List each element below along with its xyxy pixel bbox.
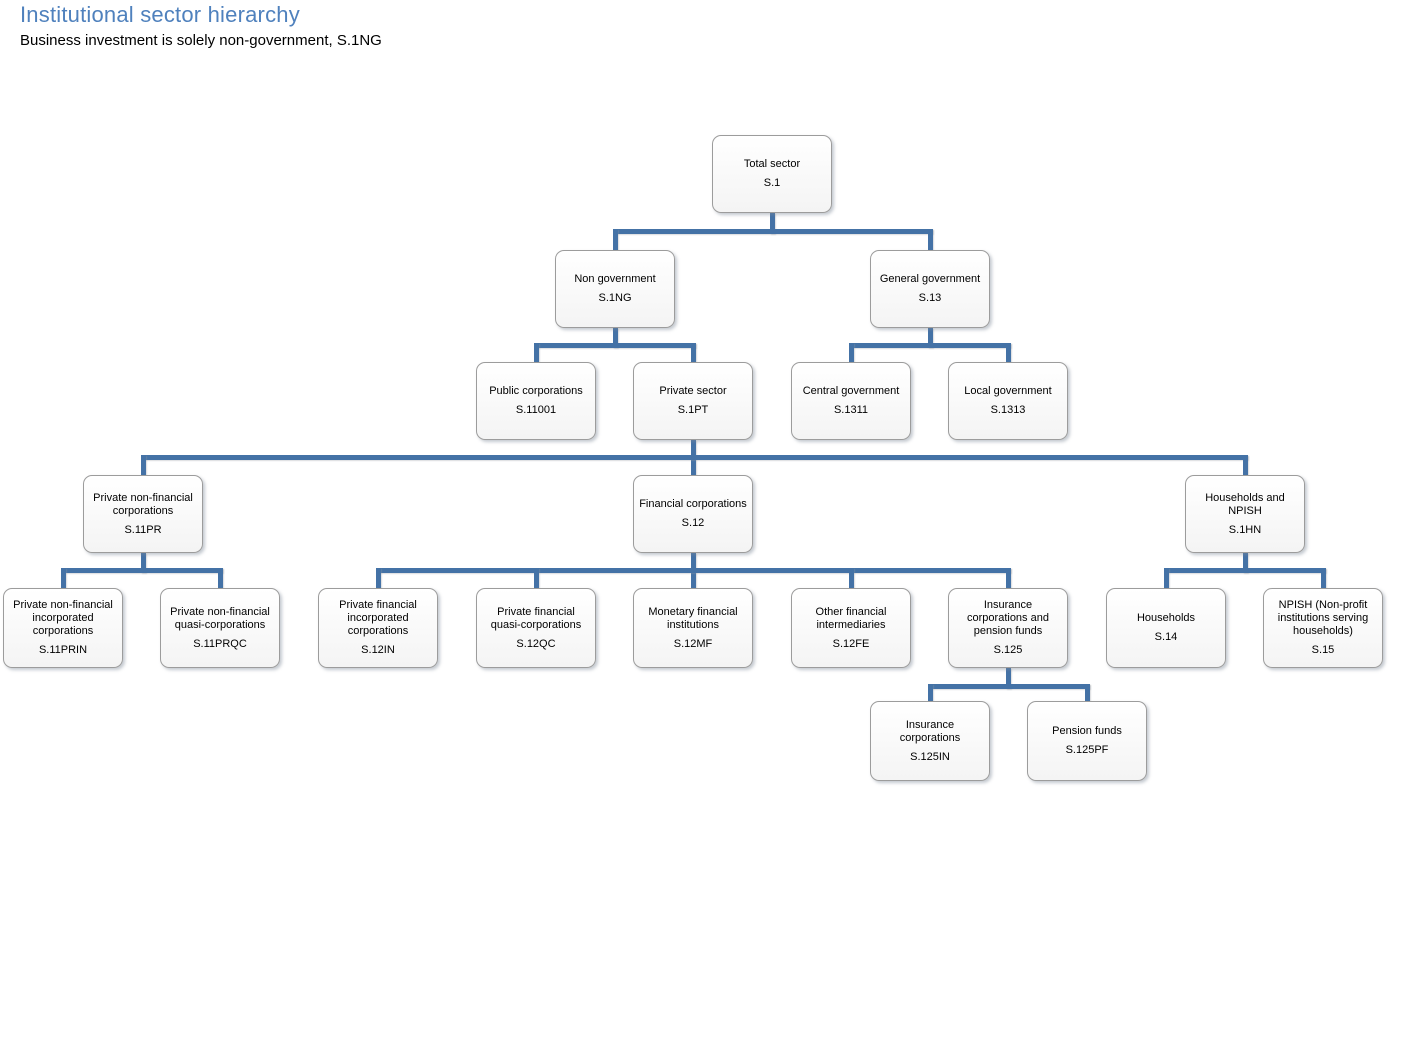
connector-segment [1242, 455, 1248, 475]
node-label: Public corporations [489, 385, 583, 397]
node-label: Financial corporations [639, 498, 747, 510]
node-other-financial-intermediaries: Other financial intermediaries S.12FE [791, 588, 911, 668]
connector-segment [848, 343, 1011, 348]
node-monetary-financial-institutions: Monetary financial institutions S.12MF [633, 588, 753, 668]
node-total-sector: Total sector S.1 [712, 135, 832, 213]
node-label: NPISH (Non-profit institutions serving h… [1277, 599, 1369, 637]
connector-segment [927, 684, 933, 701]
node-label: Private financial quasi-corporations [490, 605, 582, 631]
node-code: S.13 [918, 292, 942, 304]
node-pension-funds: Pension funds S.125PF [1027, 701, 1147, 781]
node-label: Insurance corporations and pension funds [967, 599, 1049, 637]
connector-segment [1163, 568, 1169, 588]
node-households-and-npish: Households and NPISH S.1HN [1185, 475, 1305, 553]
node-code: S.11PRQC [193, 637, 247, 650]
connector-segment [1005, 568, 1011, 588]
node-insurance-corporations: Insurance corporations S.125IN [870, 701, 990, 781]
connector-segment [927, 328, 933, 348]
node-central-government: Central government S.1311 [791, 362, 911, 440]
node-code: S.125 [993, 644, 1023, 656]
connector-segment [927, 684, 1090, 689]
node-private-non-financial-corporations: Private non-financial corporations S.11P… [83, 475, 203, 553]
node-label: Local government [964, 385, 1052, 397]
node-label: Monetary financial institutions [648, 605, 738, 631]
node-label: Pension funds [1052, 725, 1122, 737]
connector-segment [1163, 568, 1326, 573]
node-label: Private non-financial quasi-corporations [170, 605, 270, 631]
connector-segment [1005, 343, 1011, 362]
node-code: S.125PF [1065, 744, 1109, 756]
node-code: S.14 [1154, 631, 1178, 643]
node-label: Total sector [743, 158, 801, 170]
connector-segment [60, 568, 66, 588]
node-general-government: General government S.13 [870, 250, 990, 328]
connector-segment [140, 455, 1248, 460]
node-code: S.1HN [1228, 523, 1262, 536]
node-private-non-financial-quasi: Private non-financial quasi-corporations… [160, 588, 280, 668]
connector-segment [1084, 684, 1090, 701]
connector-segment [848, 568, 854, 588]
node-label: Central government [802, 385, 900, 397]
connector-segment [612, 229, 933, 234]
node-households: Households S.14 [1106, 588, 1226, 668]
node-label: Insurance corporations [899, 718, 961, 744]
connector-segment [533, 343, 696, 348]
node-code: S.12 [681, 517, 705, 529]
node-code: S.12QC [516, 637, 556, 650]
page-subtitle: Business investment is solely non-govern… [20, 32, 382, 49]
connector-segment [1005, 668, 1011, 689]
connector-segment [927, 229, 933, 250]
node-code: S.12FE [832, 637, 870, 650]
node-label: Private financial incorporated corporati… [339, 599, 417, 637]
node-npish: NPISH (Non-profit institutions serving h… [1263, 588, 1383, 668]
node-code: S.15 [1311, 644, 1335, 656]
connector-segment [690, 343, 696, 362]
connector-segment [140, 553, 146, 573]
node-code: S.12MF [673, 637, 713, 650]
connector-segment [60, 568, 223, 573]
connector-segment [533, 343, 539, 362]
node-label: Private non-financial corporations [93, 491, 193, 517]
node-public-corporations: Public corporations S.11001 [476, 362, 596, 440]
node-label: Households [1136, 612, 1196, 624]
node-code: S.1NG [598, 292, 632, 304]
connector-segment [140, 455, 146, 475]
node-financial-corporations: Financial corporations S.12 [633, 475, 753, 553]
node-code: S.11PR [124, 523, 162, 536]
connector-segment [1242, 553, 1248, 573]
connector-segment [375, 568, 381, 588]
connector-segment [769, 213, 775, 234]
node-code: S.11001 [515, 404, 557, 416]
node-code: S.1PT [677, 404, 709, 416]
connector-segment [375, 568, 1011, 573]
node-local-government: Local government S.1313 [948, 362, 1068, 440]
node-code: S.12IN [361, 644, 395, 656]
page-title: Institutional sector hierarchy [20, 2, 300, 27]
node-private-sector: Private sector S.1PT [633, 362, 753, 440]
node-label: Private non-financial incorporated corpo… [13, 599, 113, 637]
node-code: S.11PRIN [38, 644, 88, 656]
node-label: Non government [574, 273, 656, 285]
connector-segment [533, 568, 539, 588]
connector-segment [848, 343, 854, 362]
node-code: S.125IN [910, 750, 950, 763]
node-private-financial-incorporated: Private financial incorporated corporati… [318, 588, 438, 668]
connector-segment [612, 229, 618, 250]
node-private-financial-quasi: Private financial quasi-corporations S.1… [476, 588, 596, 668]
connector-segment [612, 328, 618, 348]
node-code: S.1311 [833, 404, 869, 416]
node-code: S.1313 [990, 404, 1026, 416]
node-insurance-corporations-and-pension-funds: Insurance corporations and pension funds… [948, 588, 1068, 668]
node-private-non-financial-incorporated: Private non-financial incorporated corpo… [3, 588, 123, 668]
node-label: Private sector [659, 385, 727, 397]
node-label: Households and NPISH [1205, 491, 1285, 517]
node-label: Other financial intermediaries [815, 605, 887, 631]
connector-segment [217, 568, 223, 588]
node-code: S.1 [763, 177, 781, 189]
node-label: General government [879, 273, 981, 285]
node-non-government: Non government S.1NG [555, 250, 675, 328]
connector-segment [1320, 568, 1326, 588]
